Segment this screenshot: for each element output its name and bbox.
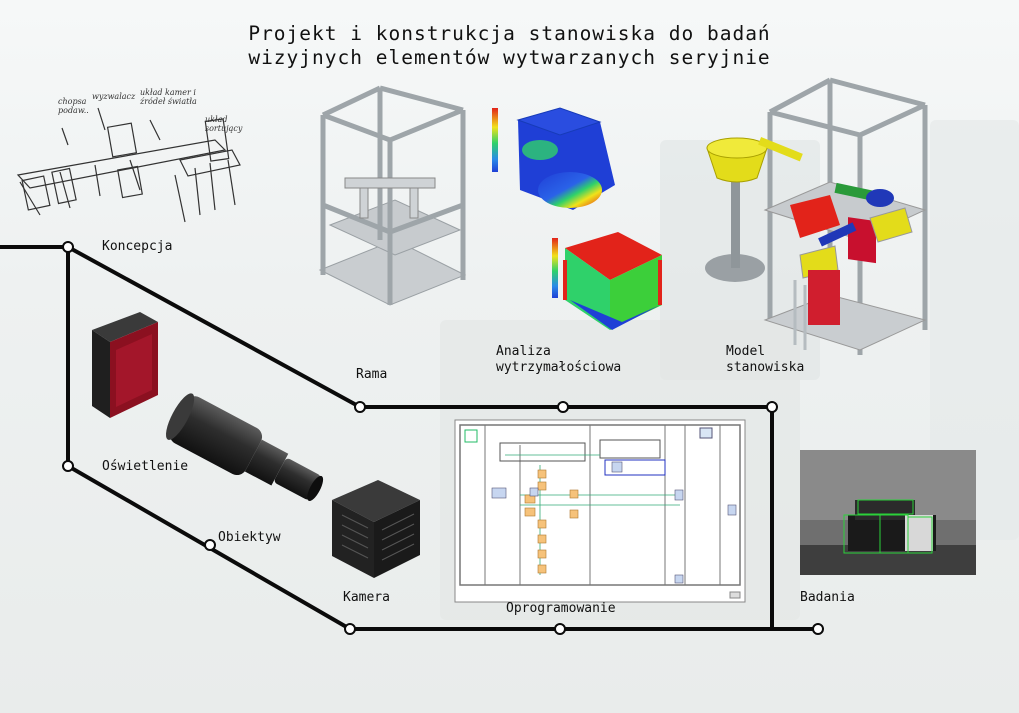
stage-label-oprogramowanie: Oprogramowanie bbox=[506, 601, 616, 616]
sketch-note: układ kamer i źródeł światła bbox=[140, 88, 197, 106]
stage-label-koncepcja: Koncepcja bbox=[102, 239, 173, 254]
stage-label-rama: Rama bbox=[356, 367, 388, 382]
station-model-render bbox=[705, 77, 928, 355]
sketch-note: wyzwalacz bbox=[92, 92, 136, 101]
node-oswietlenie bbox=[62, 460, 74, 472]
node-kamera bbox=[344, 623, 356, 635]
node-model bbox=[766, 401, 778, 413]
poster-title: Projekt i konstrukcja stanowiska do bada… bbox=[0, 22, 1019, 70]
stage-label-kamera: Kamera bbox=[343, 590, 390, 605]
node-analiza bbox=[557, 401, 569, 413]
fea-analysis-render bbox=[492, 107, 662, 330]
concept-sketch bbox=[16, 107, 241, 223]
research-photo bbox=[800, 450, 976, 575]
vibratory-feeder bbox=[705, 137, 768, 282]
node-obiektyw bbox=[204, 539, 216, 551]
node-oprogramowanie bbox=[554, 623, 566, 635]
node-badania bbox=[812, 623, 824, 635]
camera-render bbox=[332, 480, 420, 578]
lens-render bbox=[165, 393, 324, 502]
illuminator-render bbox=[92, 312, 158, 418]
rama-frame-render bbox=[318, 85, 467, 306]
sketch-note: chopsa podaw.. bbox=[58, 97, 89, 115]
stage-label-badania: Badania bbox=[800, 590, 855, 605]
node-rama bbox=[354, 401, 366, 413]
software-diagram bbox=[454, 419, 746, 603]
stage-label-model: Model stanowiska bbox=[726, 344, 805, 375]
title-line-2: wizyjnych elementów wytwarzanych seryjni… bbox=[248, 46, 771, 69]
title-line-1: Projekt i konstrukcja stanowiska do bada… bbox=[248, 22, 771, 45]
sketch-note: układ sortujący bbox=[205, 115, 243, 133]
workflow-connectors bbox=[0, 245, 820, 631]
node-koncepcja bbox=[62, 241, 74, 253]
stage-label-obiektyw: Obiektyw bbox=[218, 530, 281, 545]
workflow-nodes bbox=[62, 241, 824, 635]
stage-label-oswietlenie: Oświetlenie bbox=[102, 459, 189, 474]
stage-label-analiza: Analiza wytrzymałościowa bbox=[496, 344, 622, 375]
